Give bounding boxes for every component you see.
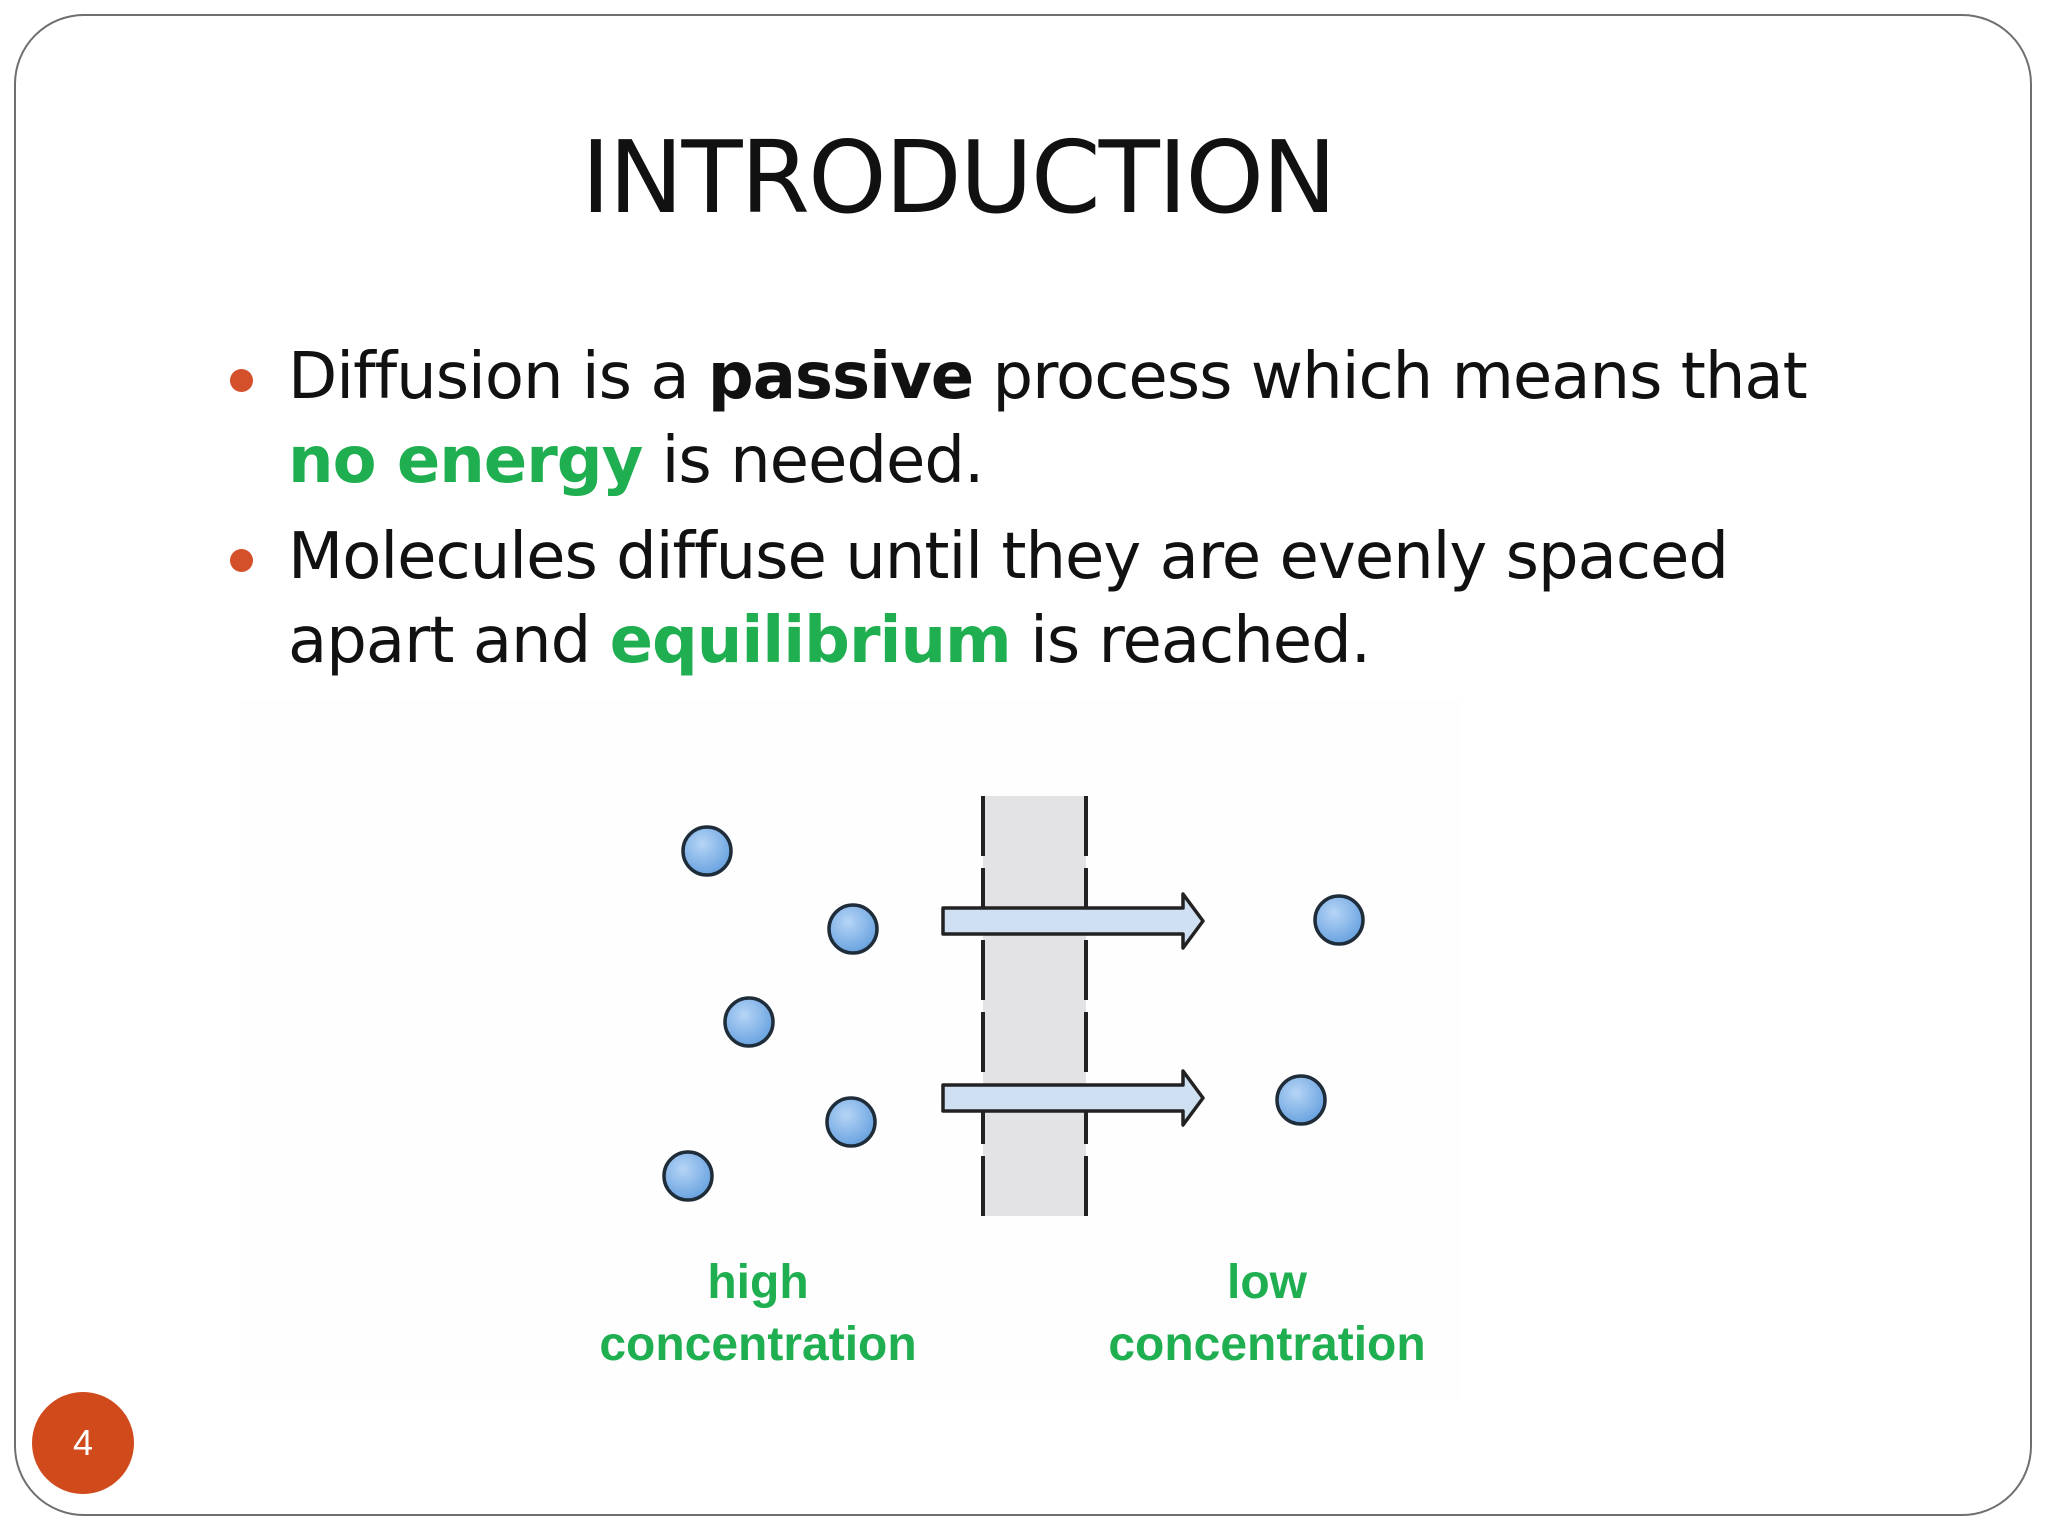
molecule (827, 903, 879, 955)
bullet-text: Diffusion is a (288, 340, 708, 414)
bullet-highlight: no energy (288, 424, 643, 498)
bullet-emphasis: passive (707, 340, 974, 414)
bullet-dot-icon (230, 549, 253, 572)
slide-number-badge: 4 (32, 1392, 134, 1494)
molecule (662, 1150, 714, 1202)
molecule (825, 1096, 877, 1148)
bullet-text: process which means that (973, 340, 1808, 414)
arrow-right-icon (941, 1069, 1205, 1127)
high-concentration-label: high concentration (599, 1256, 917, 1371)
molecule (681, 825, 733, 877)
bullet-item: Molecules diffuse until they are evenly … (230, 515, 1910, 683)
molecule (1275, 1074, 1327, 1126)
diffusion-illustration (662, 796, 1365, 1216)
bullet-dot-icon (230, 369, 253, 392)
bullet-text: is reached. (1010, 604, 1371, 678)
bullet-text: is needed. (642, 424, 985, 498)
bullet-item: Diffusion is a passive process which mea… (230, 335, 1910, 503)
bullet-highlight: equilibrium (609, 604, 1012, 678)
diffusion-diagram: high concentration low concentration (240, 700, 1460, 1400)
bullet-text: Molecules diffuse until they are evenly … (288, 520, 1729, 678)
arrow-right-icon (941, 892, 1205, 950)
low-concentration-label: low concentration (1108, 1256, 1426, 1371)
molecule (723, 996, 775, 1048)
bullet-list: Diffusion is a passive process which mea… (230, 335, 1910, 695)
molecule (1313, 894, 1365, 946)
slide-title: INTRODUCTION (581, 119, 1337, 236)
membrane (983, 796, 1086, 1216)
